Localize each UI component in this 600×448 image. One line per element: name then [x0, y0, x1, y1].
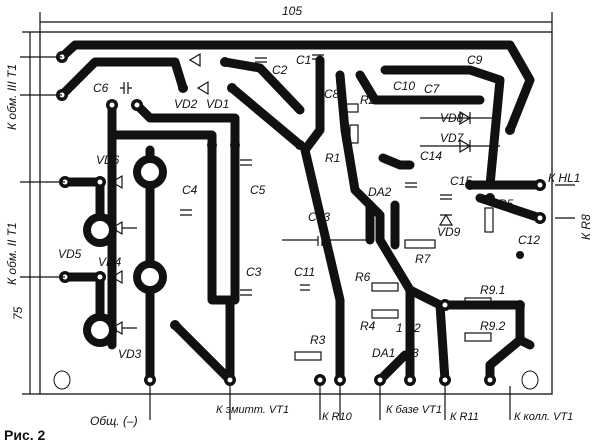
- svg-text:VD6: VD6: [96, 153, 120, 167]
- svg-text:VD7: VD7: [440, 131, 465, 145]
- svg-text:R7: R7: [415, 252, 432, 266]
- label-r10: К R10: [322, 411, 353, 423]
- svg-text:C7: C7: [424, 82, 441, 96]
- svg-text:2: 2: [413, 321, 421, 335]
- svg-text:C9: C9: [467, 53, 483, 67]
- component-symbols: [110, 52, 500, 361]
- label-winding-2: К обм. II T1: [5, 222, 19, 285]
- svg-text:VD8: VD8: [440, 111, 464, 125]
- svg-text:C11: C11: [294, 265, 315, 279]
- svg-text:C12: C12: [518, 233, 540, 247]
- label-collector: К колл. VT1: [514, 411, 573, 423]
- copper-traces: [57, 40, 545, 385]
- svg-text:C5: C5: [250, 183, 266, 197]
- svg-text:VD5: VD5: [58, 247, 82, 261]
- svg-text:VD3: VD3: [118, 347, 142, 361]
- svg-text:R1: R1: [325, 151, 340, 165]
- width-dimension: 105: [282, 4, 302, 18]
- component-labels: C1 C2 C6 VD2 VD1 C8 R2 C10 C7 C9 VD8 VD7…: [58, 53, 540, 361]
- svg-text:3: 3: [412, 346, 419, 360]
- svg-text:C14: C14: [420, 149, 442, 163]
- svg-text:R3: R3: [310, 333, 326, 347]
- svg-text:C1: C1: [296, 53, 311, 67]
- svg-text:R2: R2: [360, 93, 376, 107]
- label-base: К базе VT1: [386, 404, 442, 416]
- svg-text:C15: C15: [450, 174, 472, 188]
- figure-caption: Рис. 2: [4, 427, 46, 443]
- mounting-hole: [521, 370, 539, 390]
- svg-text:C10: C10: [393, 79, 415, 93]
- svg-text:VD2: VD2: [174, 97, 198, 111]
- label-r8: К R8: [579, 214, 593, 240]
- svg-text:VD1: VD1: [206, 97, 229, 111]
- height-dimension: 75: [11, 306, 25, 320]
- svg-text:C8: C8: [324, 87, 340, 101]
- svg-text:R9.1: R9.1: [480, 283, 505, 297]
- svg-text:C4: C4: [182, 183, 198, 197]
- mounting-hole: [53, 370, 71, 390]
- label-common: Общ. (–): [90, 414, 138, 428]
- svg-text:DA1: DA1: [372, 346, 395, 360]
- large-pads: [83, 155, 167, 347]
- svg-text:VD9: VD9: [437, 225, 461, 239]
- svg-text:C3: C3: [246, 265, 262, 279]
- svg-text:R5: R5: [498, 197, 514, 211]
- svg-text:R6: R6: [355, 270, 371, 284]
- svg-text:1: 1: [396, 321, 403, 335]
- svg-text:R4: R4: [360, 319, 376, 333]
- svg-text:R9.2: R9.2: [480, 319, 506, 333]
- label-hl1: К HL1: [548, 171, 580, 185]
- svg-text:VD4: VD4: [98, 255, 122, 269]
- label-r11: К R11: [450, 411, 479, 423]
- svg-text:C2: C2: [272, 63, 288, 77]
- svg-text:C6: C6: [93, 81, 109, 95]
- board-outline: [39, 31, 553, 395]
- svg-text:C13: C13: [308, 210, 330, 224]
- label-winding-3: К обм. III T1: [5, 64, 19, 130]
- svg-text:DA2: DA2: [368, 185, 392, 199]
- label-emitter: К эмитт. VT1: [216, 404, 289, 416]
